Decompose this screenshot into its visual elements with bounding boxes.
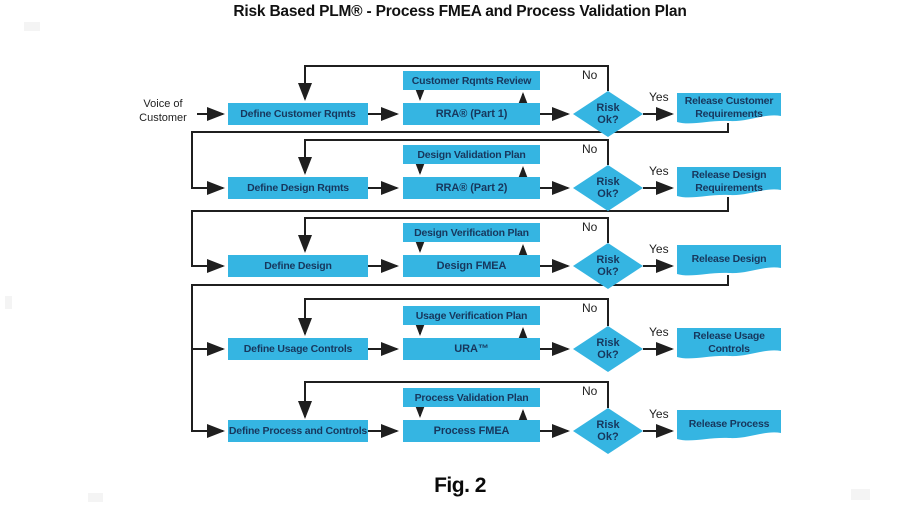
release-box-row1: Release Customer Requirements xyxy=(677,93,781,127)
plan-box-row2: Design Validation Plan xyxy=(403,145,540,164)
plan-box-row4: Usage Verification Plan xyxy=(403,306,540,325)
decision-label-row3: Risk Ok? xyxy=(596,253,620,278)
yes-label-row2: Yes xyxy=(649,164,669,178)
release-label-row2: Release Design Requirements xyxy=(691,168,767,194)
release-label-row4: Release Usage Controls xyxy=(693,329,765,355)
watermark-artifact xyxy=(24,22,40,31)
analysis-box-row3: Design FMEA xyxy=(403,255,540,277)
document-shape-icon xyxy=(677,245,781,276)
no-label-row5: No xyxy=(582,384,598,398)
decision-label-row5: Risk Ok? xyxy=(596,418,620,443)
analysis-box-row1: RRA® (Part 1) xyxy=(403,103,540,125)
define-box-row1: Define Customer Rqmts xyxy=(228,103,368,125)
release-box-row4: Release Usage Controls xyxy=(677,328,781,362)
decision-label-row4: Risk Ok? xyxy=(596,336,620,361)
document-shape-icon xyxy=(677,410,781,441)
plan-box-row3: Design Verification Plan xyxy=(403,223,540,242)
no-label-row2: No xyxy=(582,142,598,156)
voice-of-customer-label: Voice of Customer xyxy=(139,98,187,124)
release-box-row2: Release Design Requirements xyxy=(677,167,781,201)
watermark-artifact xyxy=(5,296,12,309)
yes-label-row5: Yes xyxy=(649,407,669,421)
figure-caption: Fig. 2 xyxy=(434,474,486,497)
release-label-row1: Release Customer Requirements xyxy=(684,94,774,120)
decision-label-row2: Risk Ok? xyxy=(596,175,620,200)
plan-box-row5: Process Validation Plan xyxy=(403,388,540,407)
yes-label-row4: Yes xyxy=(649,325,669,339)
plan-box-row1: Customer Rqmts Review xyxy=(403,71,540,90)
analysis-box-row2: RRA® (Part 2) xyxy=(403,177,540,199)
release-box-row3: Release Design xyxy=(677,245,781,279)
define-box-row2: Define Design Rqmts xyxy=(228,177,368,199)
define-box-row5: Define Process and Controls xyxy=(228,420,368,442)
define-box-row3: Define Design xyxy=(228,255,368,277)
watermark-artifact xyxy=(851,489,870,500)
analysis-box-row5: Process FMEA xyxy=(403,420,540,442)
no-label-row4: No xyxy=(582,301,598,315)
document-shape-icon xyxy=(677,93,781,124)
document-shape-icon xyxy=(677,328,781,359)
release-box-row5: Release Process xyxy=(677,410,781,444)
figure-title: Risk Based PLM® - Process FMEA and Proce… xyxy=(233,3,687,20)
define-box-row4: Define Usage Controls xyxy=(228,338,368,360)
release-label-row3: Release Design xyxy=(691,253,767,266)
analysis-box-row4: URA™ xyxy=(403,338,540,360)
yes-label-row3: Yes xyxy=(649,242,669,256)
decision-label-row1: Risk Ok? xyxy=(596,101,620,126)
no-label-row3: No xyxy=(582,220,598,234)
no-label-row1: No xyxy=(582,68,598,82)
yes-label-row1: Yes xyxy=(649,90,669,104)
release-label-row5: Release Process xyxy=(688,418,770,431)
watermark-artifact xyxy=(88,493,103,502)
document-shape-icon xyxy=(677,167,781,198)
